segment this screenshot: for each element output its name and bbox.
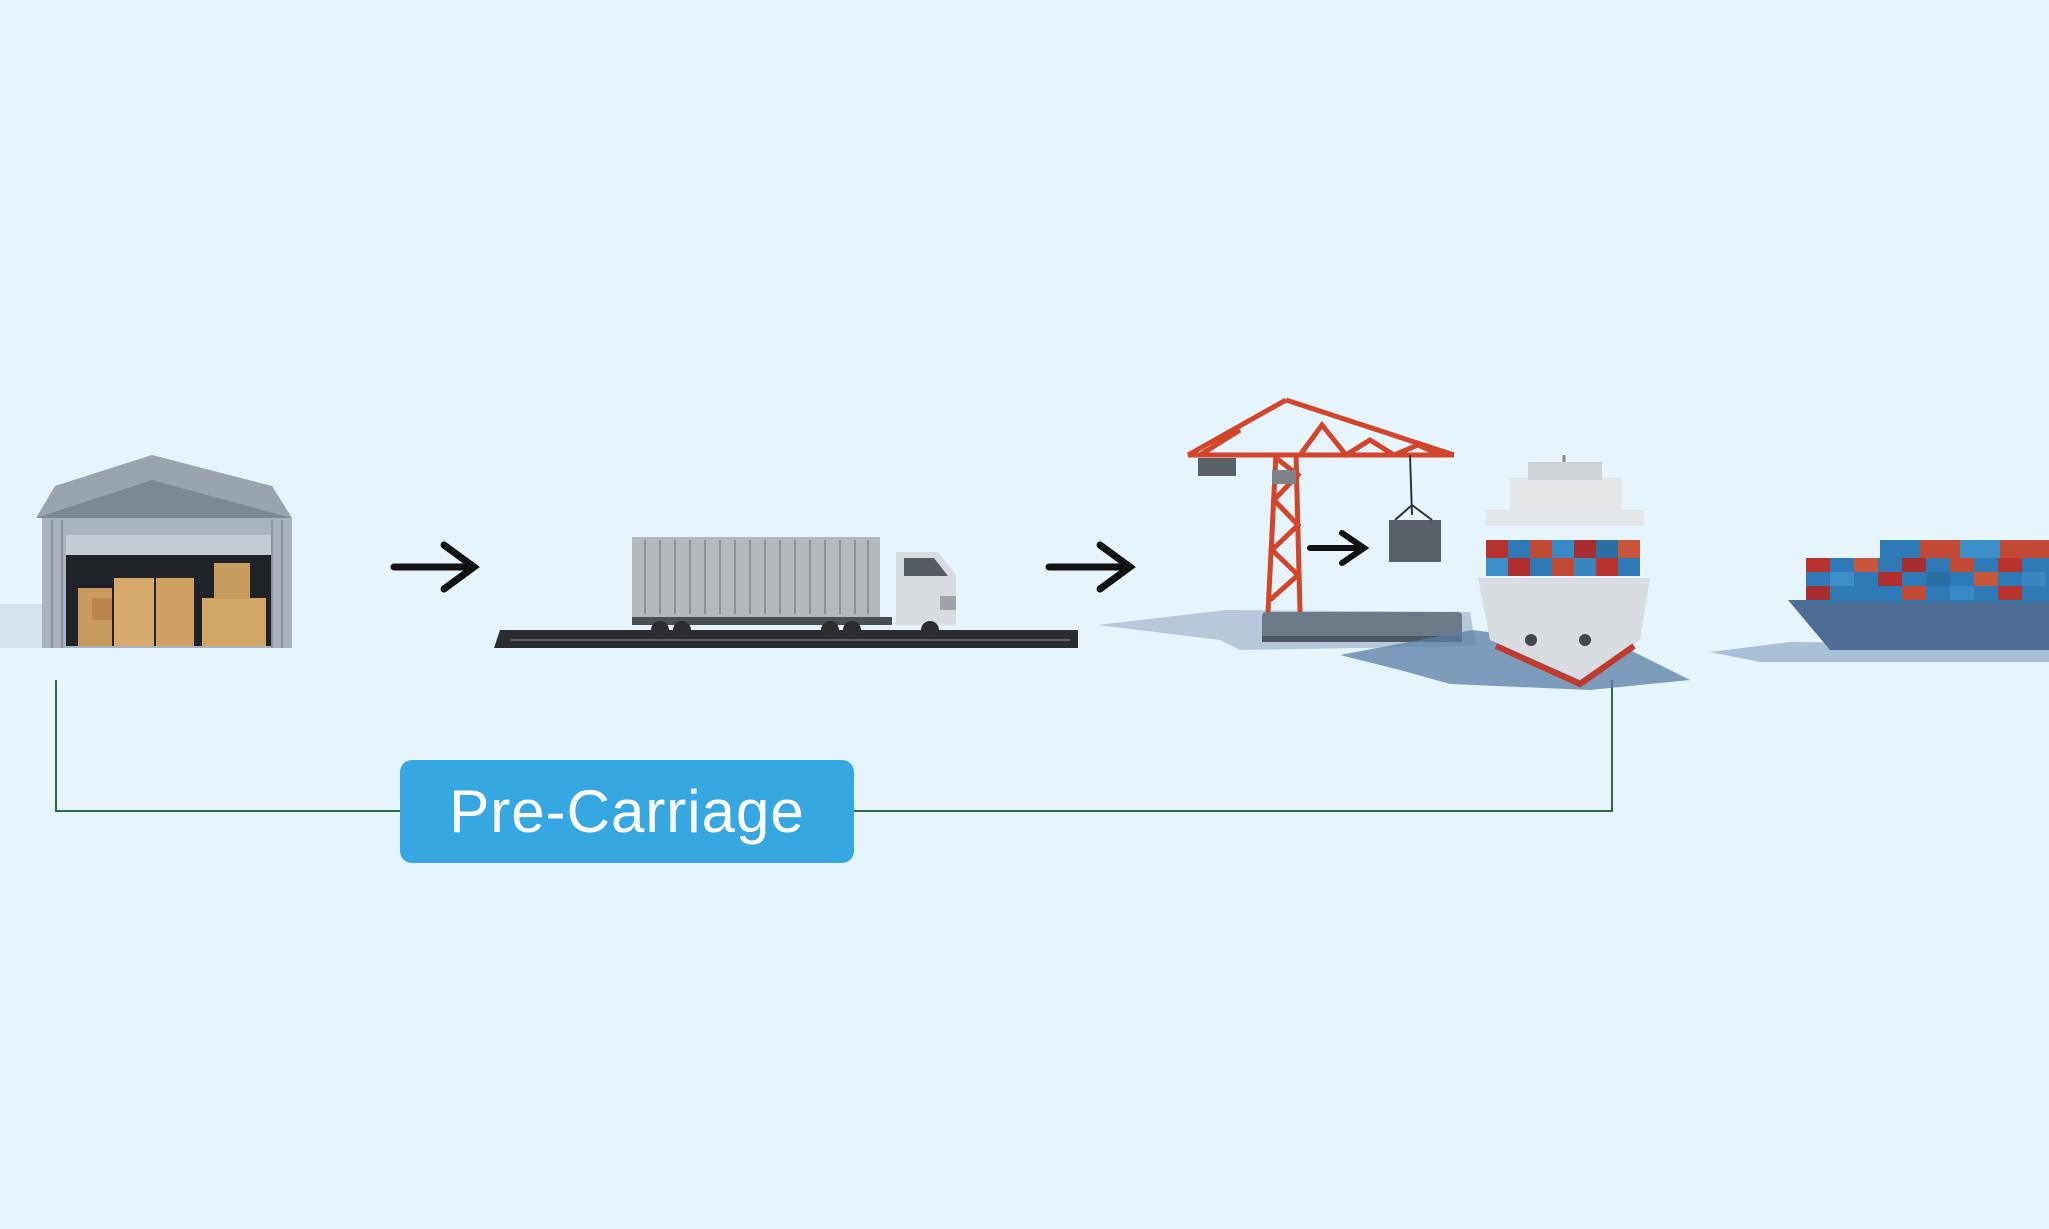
pre-carriage-label: Pre-Carriage <box>400 760 854 863</box>
arrow-right-icon <box>1045 541 1136 593</box>
pre-carriage-label-text: Pre-Carriage <box>449 778 805 845</box>
arrow-right-icon <box>1307 530 1370 566</box>
container-truck-icon <box>494 537 1078 648</box>
port-crane-icon <box>1098 397 1476 650</box>
container-ship-front-icon <box>1340 455 1690 690</box>
arrow-right-icon <box>390 541 480 593</box>
container-ship-side-icon <box>1710 540 2049 662</box>
warehouse-icon <box>0 455 292 648</box>
